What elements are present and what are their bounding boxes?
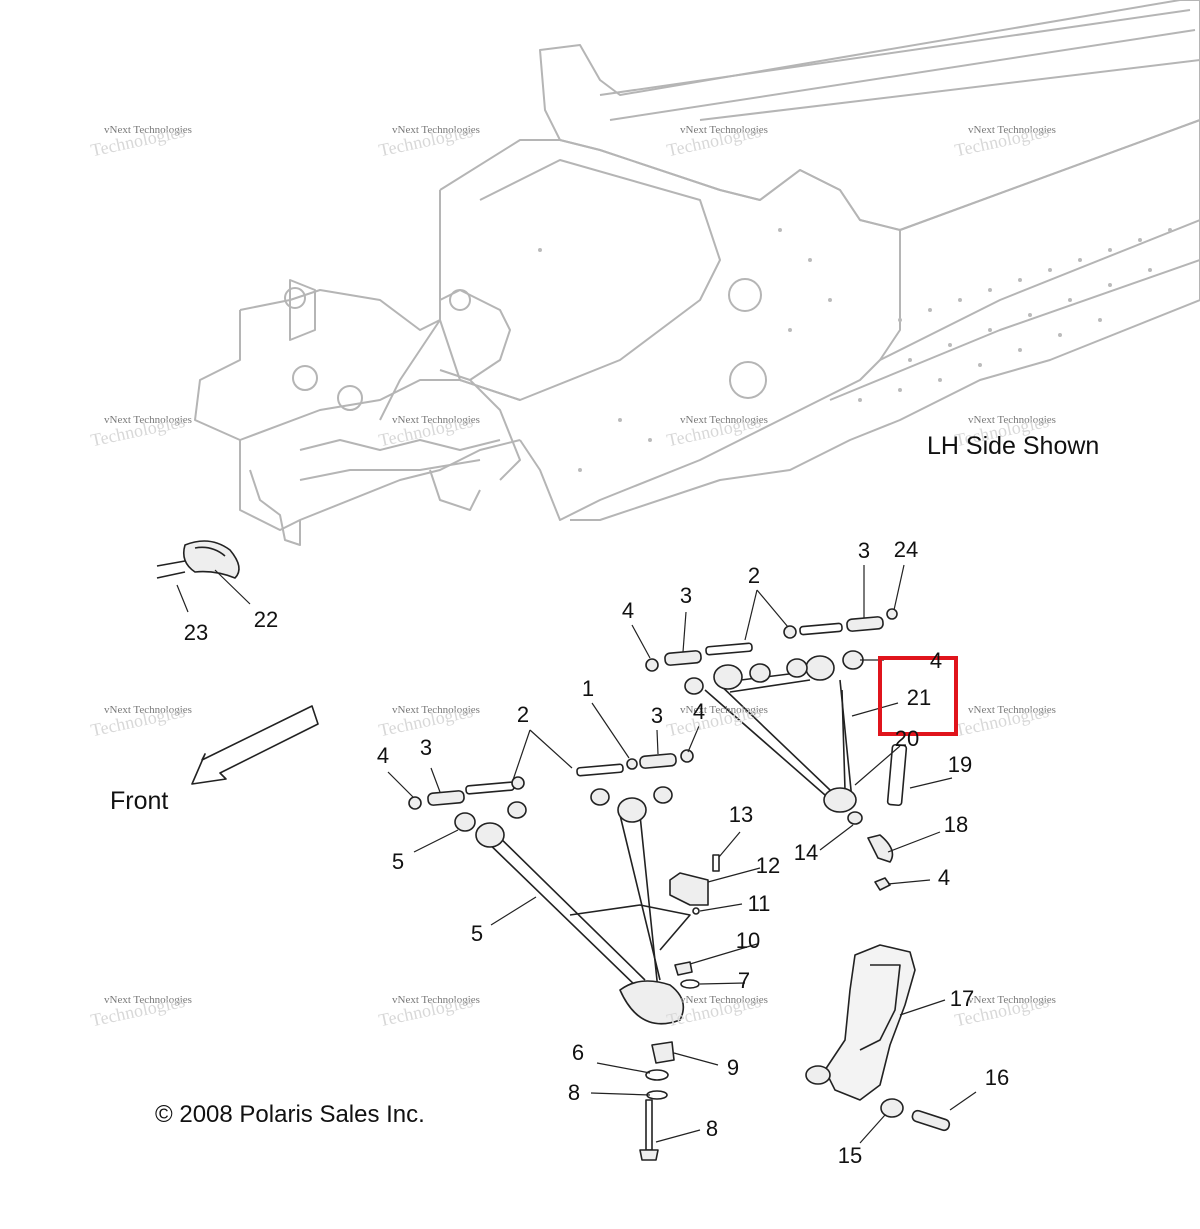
callout-3[interactable]: 3 [679,583,693,608]
callout-10[interactable]: 9 [726,1055,740,1080]
callout-19[interactable]: 18 [943,812,969,837]
callout-8[interactable]: 8 [567,1080,581,1105]
callout-23[interactable]: 22 [253,607,279,632]
callout-1[interactable]: 1 [581,676,595,701]
callout-2[interactable]: 2 [516,702,530,727]
callout-4[interactable]: 4 [621,598,635,623]
callout-20[interactable]: 19 [947,752,973,777]
upper-a-arm-22 [684,650,864,825]
callout-21[interactable]: 20 [894,726,920,751]
highlight-box-part-22 [878,656,958,736]
callout-4[interactable]: 4 [376,743,390,768]
callout-2[interactable]: 2 [747,563,761,588]
callout-8[interactable]: 7 [737,968,751,993]
upper-hardware [645,608,898,672]
chassis-frame [194,0,1200,546]
front-arrow [191,705,319,785]
callout-3[interactable]: 3 [650,703,664,728]
callout-18[interactable]: 17 [949,986,975,1011]
callout-7[interactable]: 6 [571,1040,585,1065]
callout-9[interactable]: 8 [705,1116,719,1141]
callout-22[interactable]: 21 [906,685,932,710]
callout-4[interactable]: 4 [692,699,706,724]
lower-hardware [408,749,694,810]
callout-6[interactable]: 5 [470,921,484,946]
chassis-holes [538,228,1172,472]
bumper-cap-23 [156,540,240,579]
callout-11[interactable]: 10 [735,928,761,953]
copyright-label: © 2008 Polaris Sales Inc. [155,1101,425,1128]
callout-17[interactable]: 16 [984,1065,1010,1090]
spindle-18 [805,944,951,1132]
callout-14[interactable]: 13 [728,802,754,827]
callout-4[interactable]: 4 [937,865,951,890]
lower-a-arm-6 [454,786,691,1025]
callout-3[interactable]: 3 [419,735,433,760]
side-note-label: LH Side Shown [927,432,1100,460]
small-hardware [639,743,908,1161]
front-direction-label: Front [110,787,169,815]
callout-3[interactable]: 3 [857,538,871,563]
callout-16[interactable]: 15 [837,1143,863,1168]
callout-5[interactable]: 4 [929,648,943,673]
callout-25[interactable]: 24 [893,537,919,562]
callout-12[interactable]: 11 [747,891,771,916]
callout-13[interactable]: 12 [755,853,781,878]
callout-24[interactable]: 23 [183,620,209,645]
callout-5[interactable]: 5 [391,849,405,874]
leader-lines [176,564,977,1144]
callout-15[interactable]: 14 [793,840,819,865]
